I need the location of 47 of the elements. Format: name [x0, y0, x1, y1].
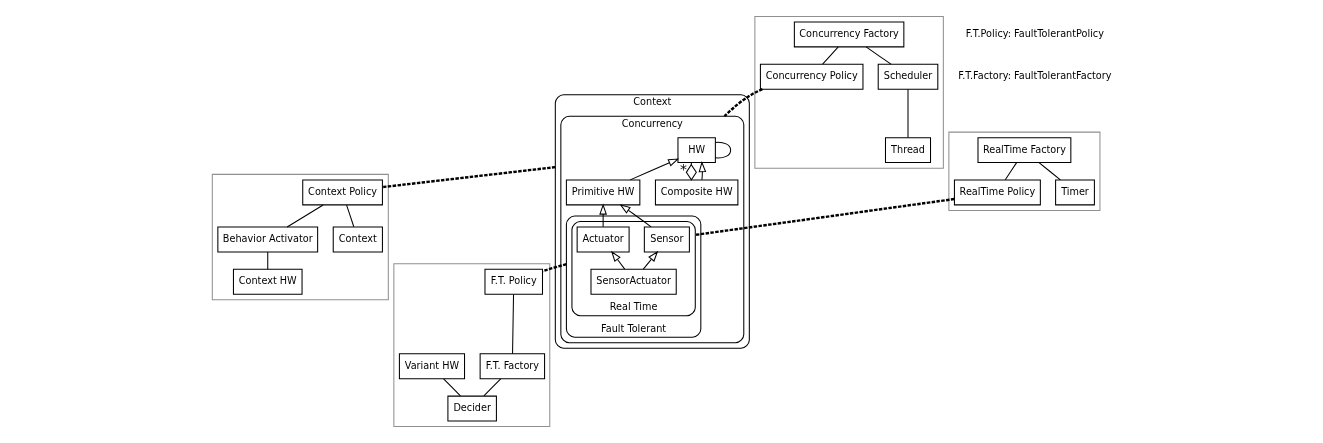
label: F.T.Factory: FaultTolerantFactory [958, 70, 1112, 82]
node-box: Sensor [643, 226, 690, 253]
arrow [629, 158, 680, 181]
connector [512, 293, 515, 355]
arrow [642, 250, 659, 270]
connector [346, 204, 355, 228]
node-box: Concurrency Factory [793, 21, 905, 48]
node-box: Actuator [576, 226, 630, 253]
connector [1004, 162, 1018, 181]
node-box: Timer [1055, 179, 1095, 206]
arrow [619, 204, 652, 228]
node-box: Context HW [232, 268, 303, 295]
connector [822, 46, 839, 65]
node-box: SensorActuator [590, 268, 677, 295]
node-box: Variant HW [398, 353, 466, 380]
cluster [754, 15, 944, 169]
arrow [698, 161, 707, 181]
connector [907, 88, 909, 139]
node-box: Context Policy [302, 179, 383, 206]
node-box: Context [332, 226, 383, 253]
node-box: Concurrency Policy [759, 63, 864, 90]
arrow [611, 250, 626, 270]
node-box: F.T. Policy [484, 268, 543, 295]
connector [1038, 162, 1061, 181]
node-box: RealTime Policy [953, 179, 1041, 206]
connector [695, 197, 955, 237]
label: F.T.Policy: FaultTolerantPolicy [965, 27, 1104, 39]
connector [443, 378, 461, 397]
connector [865, 46, 892, 65]
node-box: Decider [447, 395, 497, 422]
connector [483, 378, 502, 397]
connector [286, 204, 324, 228]
connector [267, 251, 269, 270]
node-box: F.T. Factory [479, 353, 546, 380]
node-box: Behavior Activator [217, 226, 319, 253]
connector [382, 165, 556, 189]
node-box: Composite HW [654, 179, 739, 206]
node-box: RealTime Factory [977, 137, 1072, 164]
node-box: Scheduler [877, 63, 939, 90]
arrow [599, 203, 607, 228]
cluster [948, 131, 1101, 211]
connector [715, 141, 732, 159]
connector [542, 263, 567, 273]
cluster [211, 173, 389, 301]
node-box: Thread [884, 137, 932, 164]
node-box: Primitive HW [565, 179, 641, 206]
cluster [393, 263, 551, 428]
